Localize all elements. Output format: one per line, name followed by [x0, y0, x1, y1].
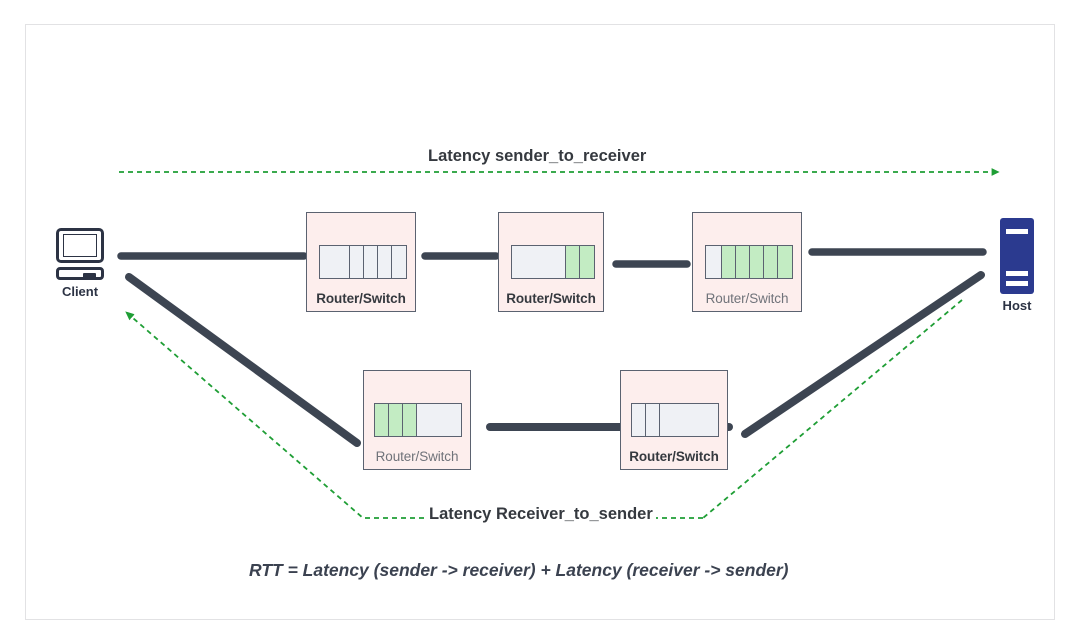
router-reverse-2[interactable]: Router/Switch — [620, 370, 728, 470]
router-forward-1[interactable]: Router/Switch — [306, 212, 416, 312]
router-forward-3[interactable]: Router/Switch — [692, 212, 802, 312]
queue-segment — [378, 246, 392, 278]
queue-spacer — [512, 246, 566, 278]
queue-spacer — [417, 404, 461, 436]
queue-segment — [389, 404, 403, 436]
computer-base — [56, 267, 104, 280]
host-label: Host — [1002, 298, 1032, 313]
server-bar-top — [1006, 229, 1028, 234]
computer-base-slot — [83, 273, 96, 278]
router-queue — [319, 245, 407, 279]
queue-segment — [632, 404, 646, 436]
server-bar-low — [1006, 281, 1028, 286]
queue-segment — [364, 246, 378, 278]
router-queue — [631, 403, 719, 437]
client-label: Client — [61, 284, 99, 299]
queue-segment — [736, 246, 750, 278]
queue-segment — [764, 246, 778, 278]
queue-spacer — [660, 404, 718, 436]
rtt-formula: RTT = Latency (sender -> receiver) + Lat… — [249, 560, 789, 580]
queue-segment — [350, 246, 364, 278]
queue-segment — [750, 246, 764, 278]
router-queue — [374, 403, 462, 437]
reverse-latency-label: Latency Receiver_to_sender — [426, 505, 656, 524]
forward-latency-label: Latency sender_to_receiver — [428, 147, 647, 165]
router-label: Router/Switch — [506, 291, 596, 306]
queue-segment — [566, 246, 580, 278]
router-reverse-1[interactable]: Router/Switch — [363, 370, 471, 470]
router-queue — [511, 245, 595, 279]
host-node[interactable]: Host — [1000, 218, 1034, 313]
queue-segment — [403, 404, 417, 436]
router-label: Router/Switch — [375, 449, 459, 464]
router-forward-2[interactable]: Router/Switch — [498, 212, 604, 312]
canvas-frame — [25, 24, 1055, 620]
router-queue — [705, 245, 793, 279]
queue-segment — [646, 404, 660, 436]
queue-segment — [580, 246, 594, 278]
server-tower-icon — [1000, 218, 1034, 294]
queue-spacer — [320, 246, 350, 278]
router-label: Router/Switch — [316, 291, 406, 306]
queue-segment — [722, 246, 736, 278]
desktop-computer-icon — [56, 228, 104, 263]
queue-segment — [375, 404, 389, 436]
client-node[interactable]: Client — [56, 228, 104, 299]
monitor-screen — [62, 234, 97, 257]
server-bar-mid — [1006, 271, 1028, 276]
queue-segment — [392, 246, 406, 278]
router-label: Router/Switch — [629, 449, 719, 464]
queue-segment — [778, 246, 792, 278]
router-label: Router/Switch — [705, 291, 789, 306]
queue-spacer — [706, 246, 722, 278]
